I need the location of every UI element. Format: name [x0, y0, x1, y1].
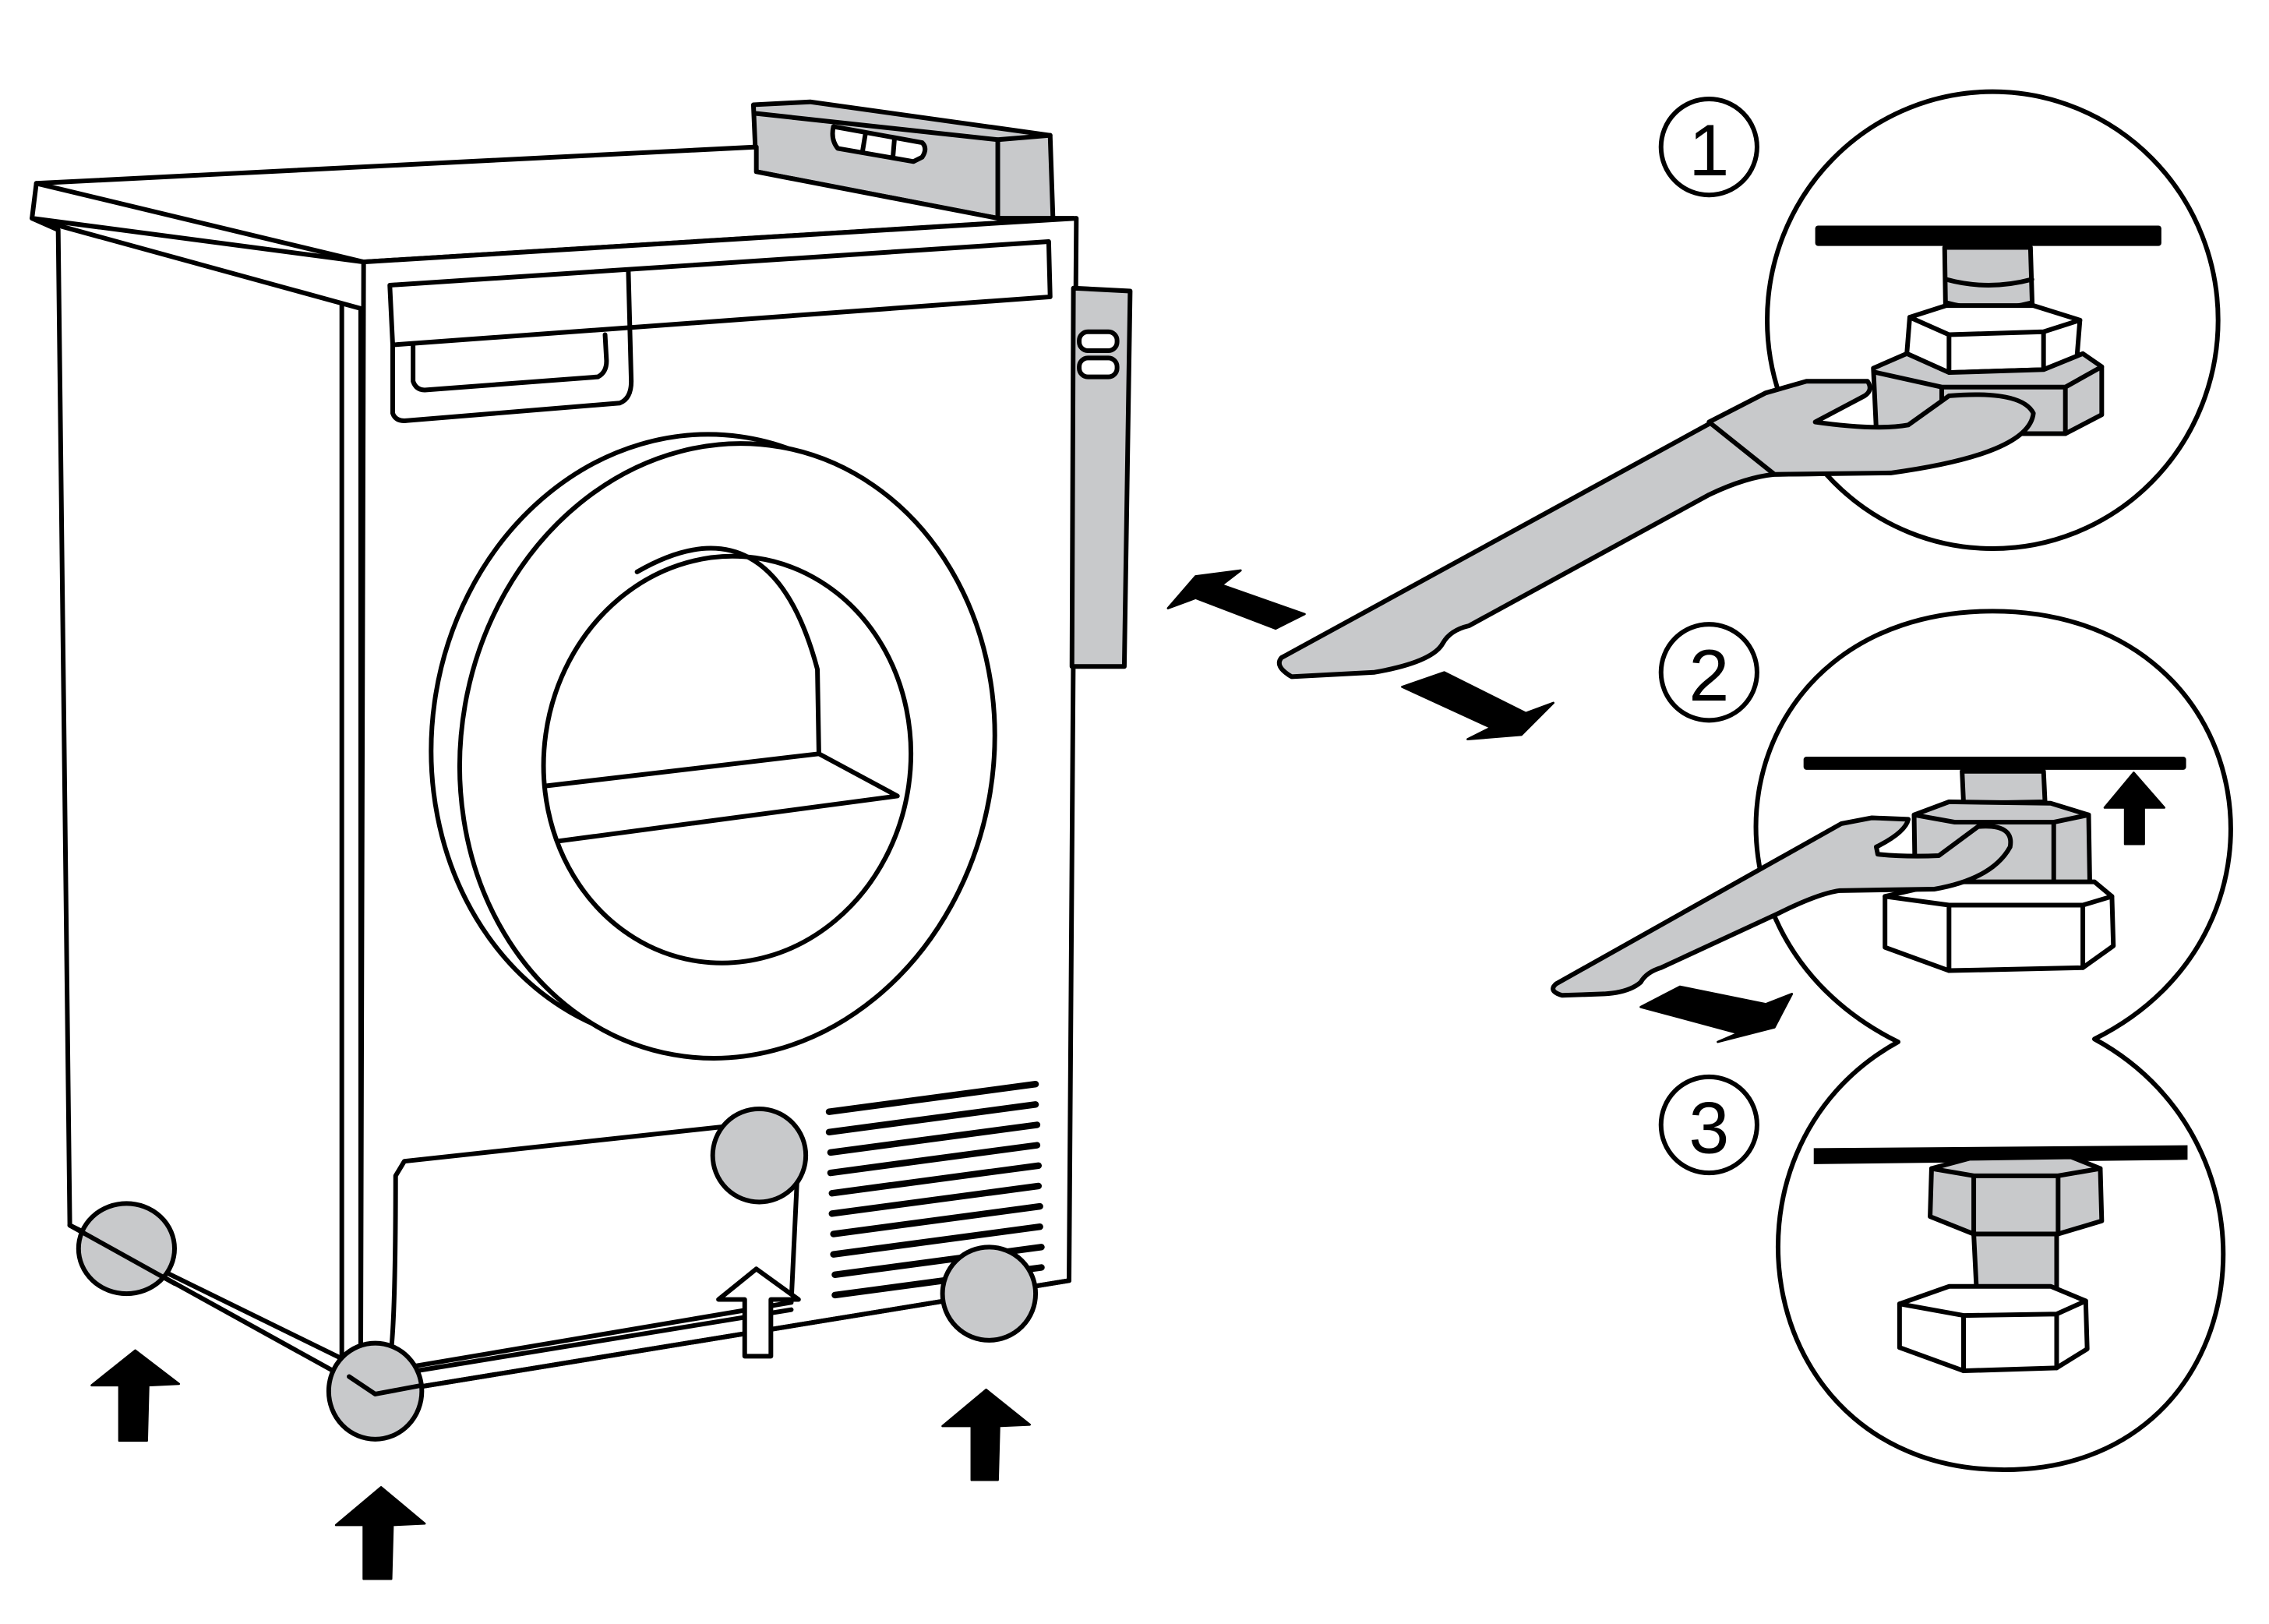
turn-direction-arrow-icon — [1166, 569, 1306, 630]
turn-direction-arrow-icon — [1639, 985, 1794, 1043]
lift-arrow-icon — [941, 1388, 1031, 1481]
step-2-3-detail: 2 3 — [1551, 609, 2233, 1473]
wrench-icon — [1551, 815, 2013, 998]
appliance-side — [30, 216, 363, 1371]
foot-highlight-rear-left — [76, 1201, 177, 1297]
rear-side-bracket — [1069, 285, 1133, 669]
step-1-detail: 1 — [1658, 89, 2221, 551]
leveling-foot-icon — [1904, 303, 2083, 376]
leveling-foot-icon — [1883, 879, 2116, 973]
appliance — [30, 99, 1133, 1442]
lift-arrows — [90, 1349, 1031, 1580]
turn-direction-arrow-icon — [1401, 671, 1555, 741]
leveling-foot-icon — [1897, 1283, 2090, 1374]
foot-highlight-front-left — [326, 1340, 425, 1442]
step-number: 1 — [1689, 109, 1729, 191]
step-number-badge — [1658, 96, 1759, 198]
lift-arrow-icon — [2103, 771, 2165, 846]
lift-arrow-icon — [334, 1486, 426, 1580]
door — [429, 432, 997, 1061]
hidden-lift-arrow-icon — [716, 1266, 801, 1359]
step-number: 2 — [1689, 634, 1729, 716]
step-number-badge — [1658, 1074, 1759, 1176]
lift-arrow-icon — [90, 1349, 180, 1442]
foot-highlight-front-right — [940, 1244, 1039, 1343]
step-number-badge — [1658, 622, 1759, 723]
control-panel — [387, 238, 1053, 423]
foot-highlight-front-right-rear — [710, 1106, 809, 1205]
step-number: 3 — [1689, 1087, 1729, 1169]
